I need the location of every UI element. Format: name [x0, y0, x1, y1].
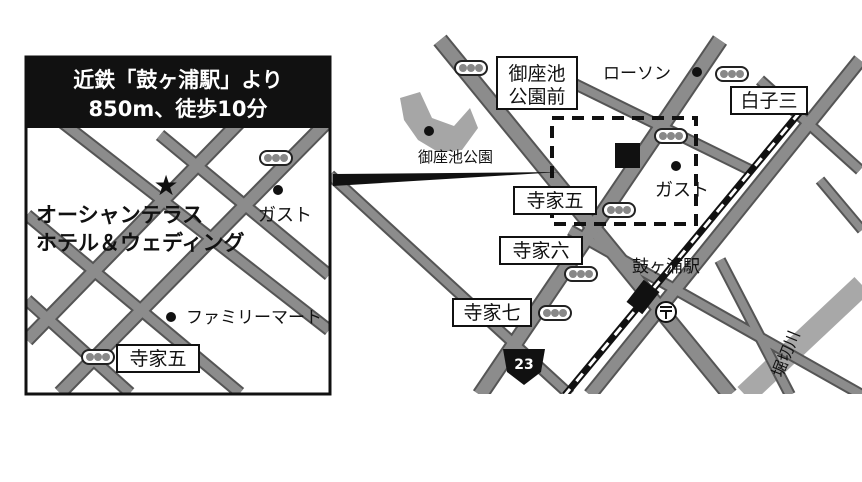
callout-pointer [333, 172, 560, 186]
lawson-dot [692, 67, 702, 77]
hotel-marker [615, 143, 640, 168]
familymart-label: ファミリーマート [186, 308, 322, 328]
signal-label-gozaike-2: 公園前 [508, 86, 565, 108]
river-horikiri [737, 276, 862, 394]
signal-label-jike5: 寺家五 [526, 190, 583, 212]
signal-icon [715, 66, 749, 82]
hotel-name-line2: ホテル＆ウェディング [36, 231, 245, 255]
signal-icon [454, 60, 488, 76]
signal-label-jike7: 寺家七 [463, 302, 520, 324]
signal-icon [81, 349, 115, 365]
gozaike-park-area [400, 92, 478, 152]
route-number: 23 [514, 357, 533, 373]
inset-header [25, 56, 331, 128]
access-line-2: 850m、徒歩10分 [89, 97, 268, 121]
signal-icon [564, 266, 598, 282]
station-label: 鼓ヶ浦駅 [632, 257, 700, 277]
signal-label-inset-jike5: 寺家五 [129, 348, 186, 370]
access-line-1: 近鉄「鼓ヶ浦駅」より [73, 68, 283, 92]
gusto-label-inset: ガスト [258, 205, 312, 226]
inset-frame [24, 55, 332, 396]
route-shield: 23 [503, 349, 545, 385]
main-map: 23 御座池 公園前 ローソン 白子三 御座池公園 ガスト 寺家五 寺家六 鼓ヶ… [330, 34, 862, 394]
lawson-label: ローソン [603, 64, 671, 84]
hotel-area-box [550, 116, 698, 226]
gozaike-park-dot [424, 126, 434, 136]
signal-icon [602, 202, 636, 218]
gusto-dot [671, 161, 681, 171]
star-icon: ★ [153, 169, 178, 202]
familymart-dot [166, 312, 176, 322]
gusto-dot-inset [273, 185, 283, 195]
station-block [626, 279, 660, 315]
signal-label-gozaike-1: 御座池 [508, 63, 565, 85]
signal-icon [259, 150, 293, 166]
signal-label-jike6: 寺家六 [512, 240, 569, 262]
gusto-label-main: ガスト [655, 180, 709, 201]
signal-label-shiroko3: 白子三 [740, 90, 797, 112]
hotel-name-line1: オーシャンテラス [36, 203, 203, 227]
post-office-icon [655, 301, 677, 323]
signal-icon [538, 305, 572, 321]
signal-icon [654, 128, 688, 144]
gozaike-park-label: 御座池公園 [418, 148, 493, 166]
railway-line [562, 109, 803, 394]
inset-map: 近鉄「鼓ヶ浦駅」より 850m、徒歩10分 ★ オーシャンテラス ホテル＆ウェデ… [24, 55, 332, 396]
